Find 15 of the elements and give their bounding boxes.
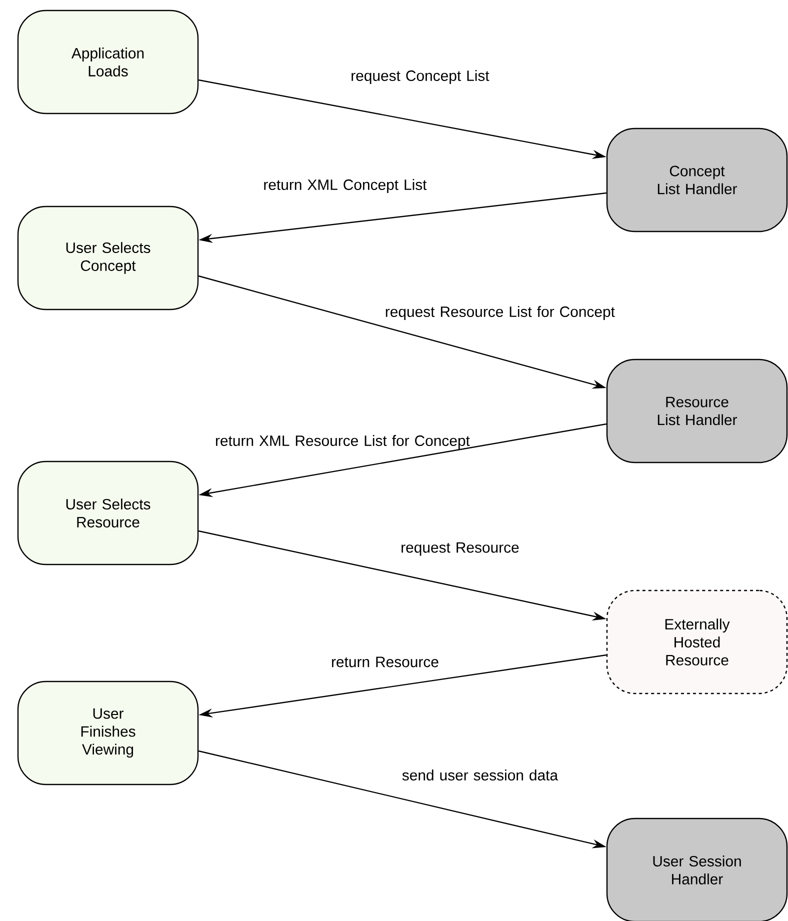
edge-label: request Concept List <box>352 70 490 84</box>
handler-box: Concept List Handler <box>606 128 788 232</box>
process-box: Application Loads <box>17 10 199 114</box>
edge-label: request Resource List for Concept <box>386 306 615 320</box>
handler-box: Externally Hosted Resource <box>606 590 788 694</box>
process-box: User Selects Resource <box>17 460 199 566</box>
process-box: User Selects Concept <box>17 206 199 310</box>
handler-box: User Session Handler <box>606 818 788 921</box>
edge-label: return XML Resource List for Concept <box>216 435 470 449</box>
edge-label: send user session data <box>402 770 558 780</box>
edge-label: return XML Concept List <box>264 179 427 193</box>
process-box: User Finishes Viewing <box>17 680 199 786</box>
handler-box: Resource List Handler <box>606 358 788 464</box>
edge-label: request Resource <box>402 542 519 556</box>
edge-label: return Resource <box>332 656 438 668</box>
